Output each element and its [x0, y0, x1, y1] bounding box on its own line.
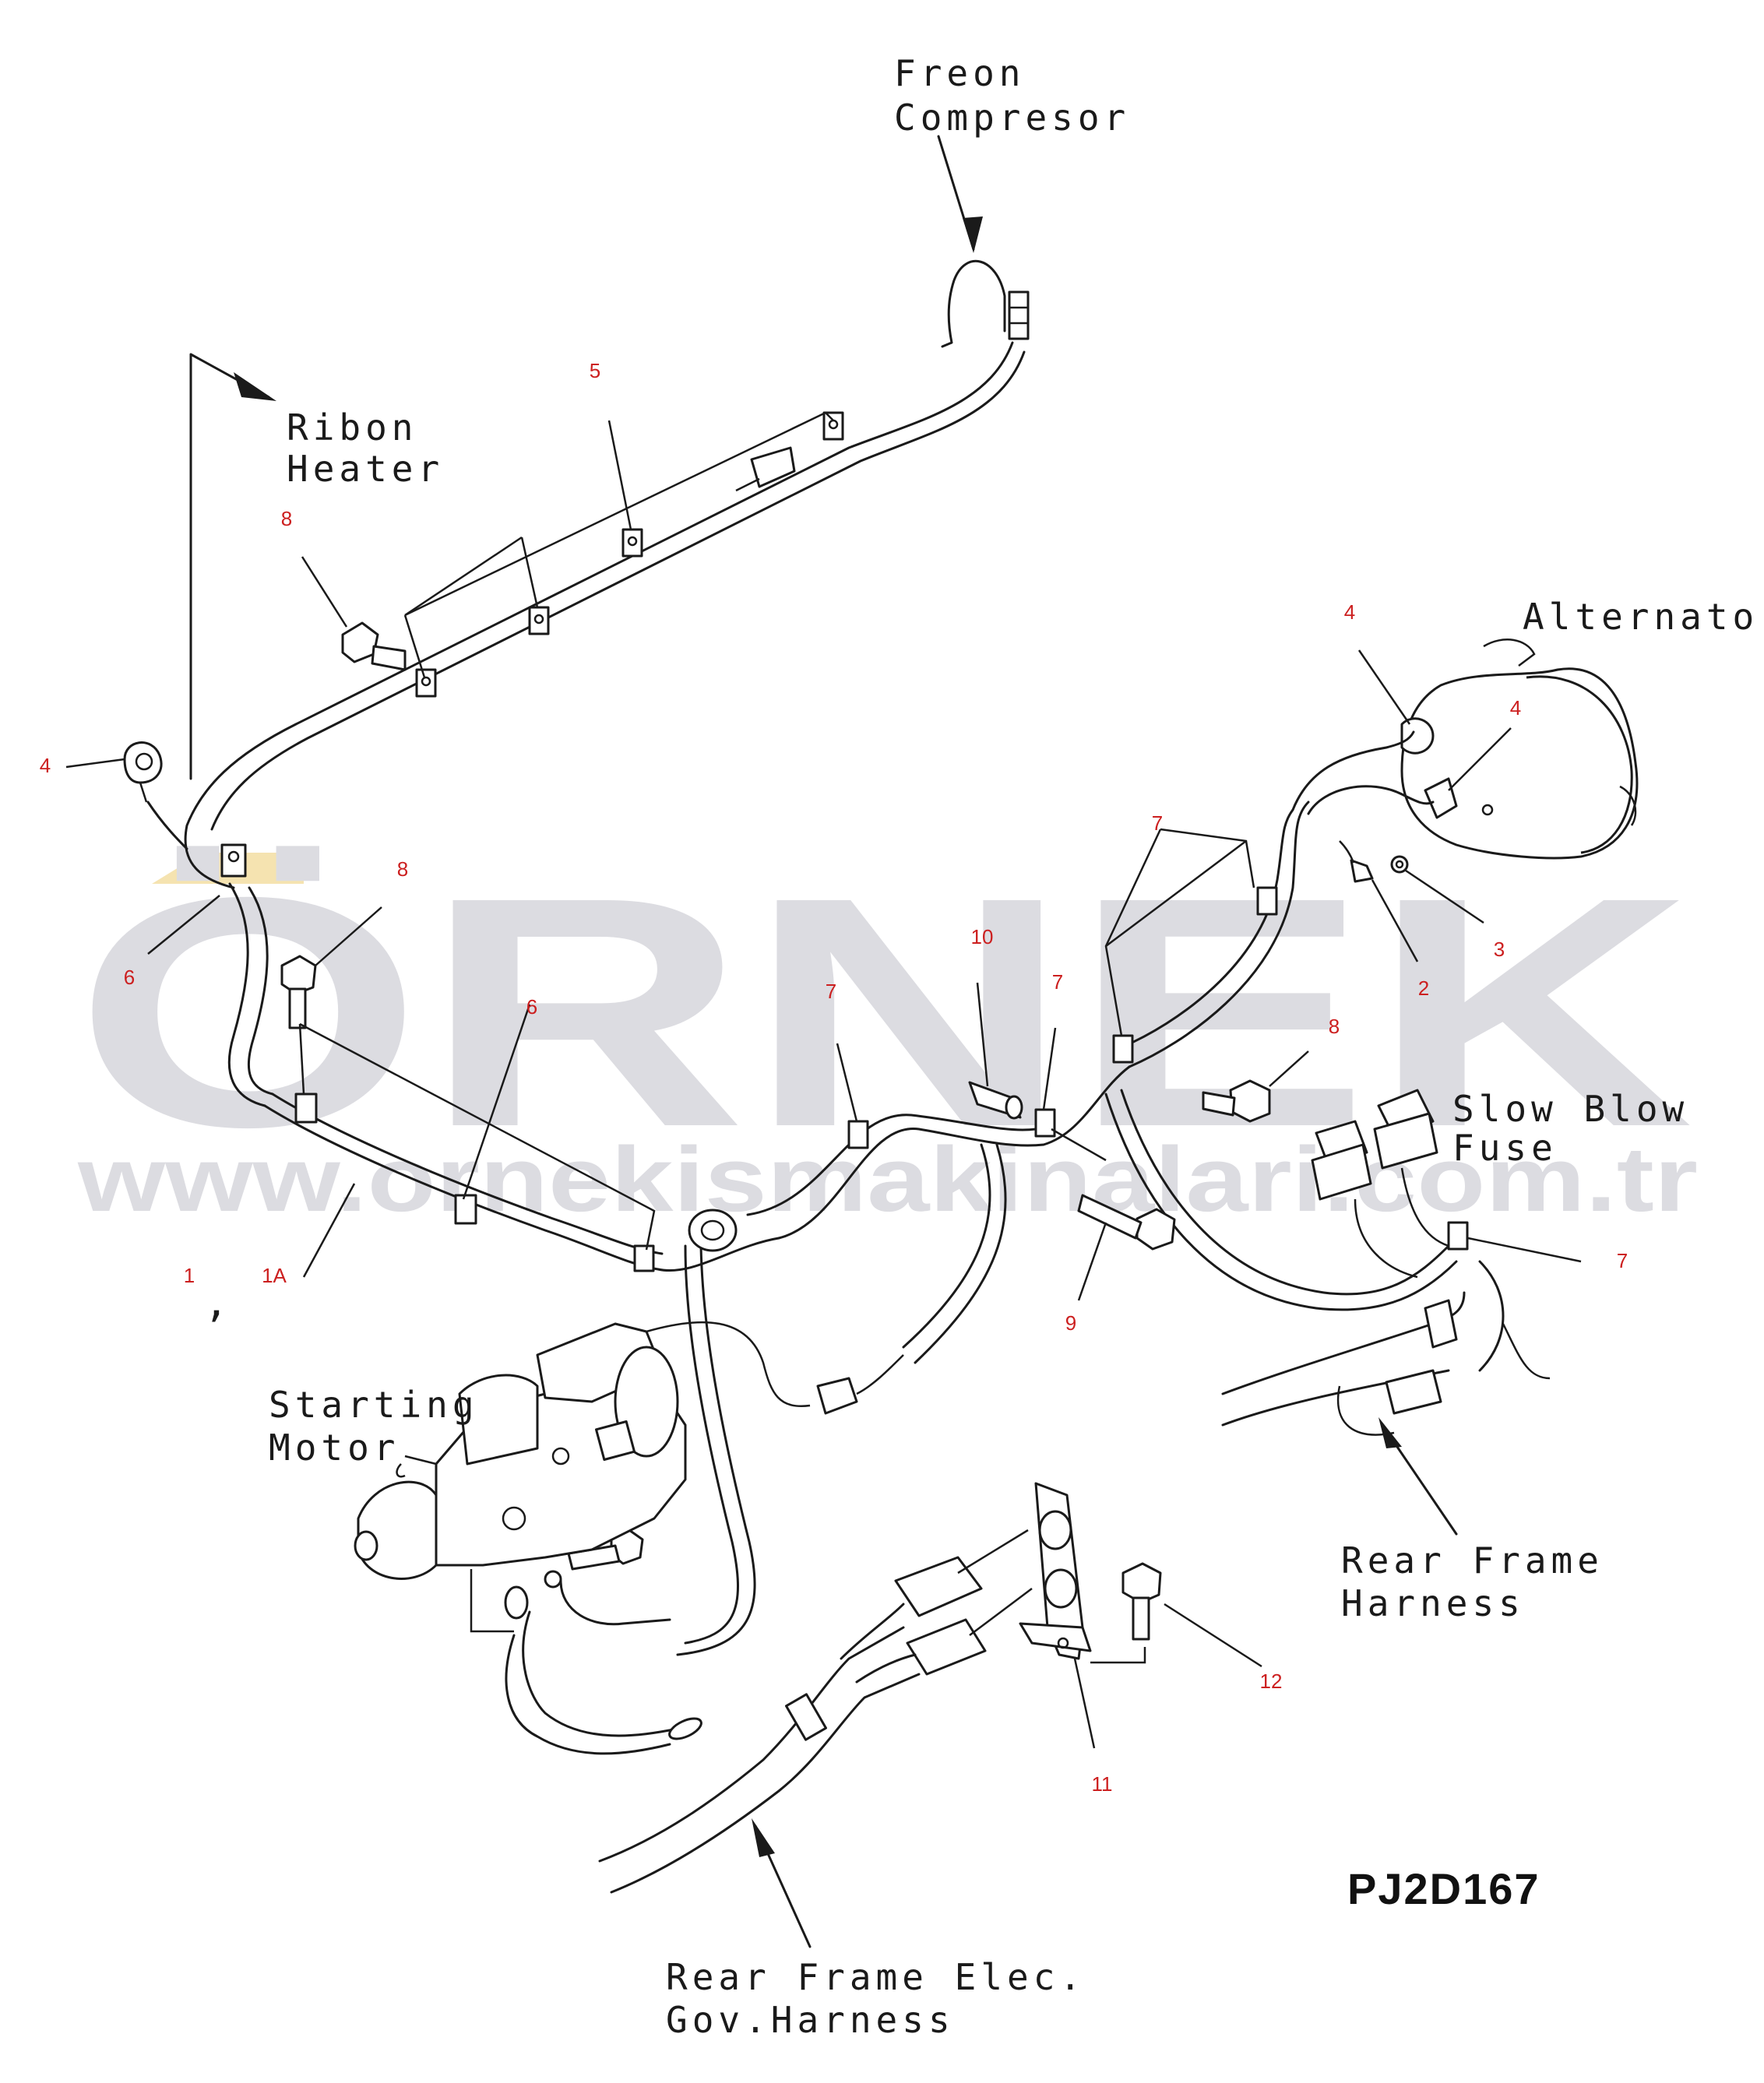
- callout-1a: 1A: [262, 1264, 287, 1287]
- callout-5: 5: [590, 359, 600, 382]
- clip-6-lower-b: [454, 1194, 477, 1225]
- callout-6-mid: 6: [526, 995, 537, 1019]
- inline-connector-upper: [735, 446, 796, 492]
- starting-motor-label-line1: Starting: [269, 1384, 479, 1426]
- clip-5-b: [621, 528, 643, 558]
- grommet-ring: [688, 1209, 738, 1252]
- rear-frame-harness-label-line2: Harness: [1341, 1582, 1525, 1624]
- freon-compressor-label-line1: Freon: [894, 52, 1025, 94]
- gov-harness-label-line1: Rear Frame Elec.: [666, 1956, 1086, 1998]
- gov-harness-arrow-icon: [752, 1818, 775, 1857]
- slow-blow-fuse-label-line2: Fuse: [1452, 1127, 1558, 1169]
- alternator-label: Alternator: [1523, 596, 1764, 638]
- clip-6-upper: [220, 843, 247, 878]
- freon-arrow-icon: [963, 216, 983, 253]
- ribbon-arrow-icon: [234, 372, 276, 401]
- alternator-wiring: [1291, 730, 1435, 883]
- callout-4-left: 4: [40, 754, 51, 777]
- callout-7-tube: 7: [1052, 970, 1063, 994]
- washer-3: [1390, 855, 1409, 874]
- rear-frame-harness: [1221, 1260, 1551, 1436]
- callout-3: 3: [1494, 938, 1505, 961]
- clip-6-lower-c: [633, 1244, 655, 1272]
- callout-numbers: 1 1A 2 3 4 4 4 5 6 6 7 7 7 7 8 8 8 9 10 …: [40, 359, 1628, 1796]
- callout-4-alternator-right: 4: [1510, 696, 1521, 720]
- callout-2: 2: [1418, 976, 1429, 1000]
- rear-frame-arrow-icon: [1378, 1417, 1402, 1448]
- callout-7-upper: 7: [1152, 811, 1163, 835]
- clip-7-c: [1112, 1034, 1134, 1064]
- slow-blow-fuse: [1311, 1089, 1449, 1279]
- freon-compressor-label-line2: Compresor: [894, 97, 1130, 139]
- callout-9: 9: [1065, 1311, 1076, 1335]
- ribbon-heater-terminal: [123, 741, 188, 850]
- callout-8-right: 8: [1329, 1015, 1340, 1038]
- clip-7-e: [1447, 1221, 1469, 1251]
- callout-1: 1: [184, 1264, 195, 1287]
- callout-8-left: 8: [397, 857, 408, 881]
- starting-motor-label-line2: Motor: [269, 1427, 400, 1469]
- rear-frame-harness-label-line1: Rear Frame: [1341, 1539, 1604, 1582]
- callout-8-top: 8: [281, 507, 292, 530]
- main-harness: [184, 341, 1458, 1656]
- ribbon-heater-label-line2: Heater: [287, 448, 444, 490]
- leader-lines: [65, 411, 1582, 1749]
- clip-5-c: [528, 606, 550, 635]
- callout-7-mid: 7: [826, 980, 836, 1003]
- starter-cables: [504, 1321, 904, 1755]
- component-labels: Freon Compresor Ribon Heater Alternator …: [204, 52, 1764, 2041]
- label-arrows: [189, 135, 1458, 1948]
- clip-7-d: [1256, 886, 1278, 916]
- slow-blow-fuse-label-line1: Slow Blow: [1452, 1088, 1688, 1130]
- clip-5-a: [822, 411, 844, 441]
- callout-4-alternator-top: 4: [1344, 600, 1355, 624]
- clip-6-lower-a: [294, 1093, 318, 1124]
- clip-7-a: [847, 1120, 869, 1149]
- callout-10: 10: [971, 925, 994, 948]
- freon-connector: [941, 259, 1030, 348]
- spacer-10: [968, 1081, 1023, 1120]
- bolt-12: [1121, 1562, 1162, 1641]
- callout-11: 11: [1092, 1772, 1113, 1796]
- callout-7-right: 7: [1617, 1249, 1628, 1272]
- bolt-8-top: [341, 621, 407, 671]
- clip-7-b: [1034, 1108, 1056, 1138]
- ribbon-heater-label-line1: Ribon: [287, 406, 417, 449]
- alternator: [1400, 639, 1639, 860]
- gov-harness-label-line2: Gov.Harness: [666, 1999, 955, 2041]
- starting-motor: [354, 1322, 687, 1580]
- clip-5-d: [415, 668, 437, 698]
- bolt-9: [1077, 1194, 1176, 1251]
- callout-12: 12: [1260, 1670, 1283, 1693]
- watermark: ÖRNEK www.ornekismakinalari.com.tr: [74, 830, 1698, 1231]
- callout-comma: ,: [204, 1279, 233, 1326]
- bracket-11: [1019, 1482, 1092, 1660]
- drawing-code: PJ2D167: [1347, 1864, 1540, 1913]
- callout-6-left: 6: [124, 966, 135, 989]
- bolt-8-right: [1202, 1079, 1271, 1123]
- gov-harness: [598, 1556, 987, 1894]
- bolt-8-left: [280, 955, 317, 1029]
